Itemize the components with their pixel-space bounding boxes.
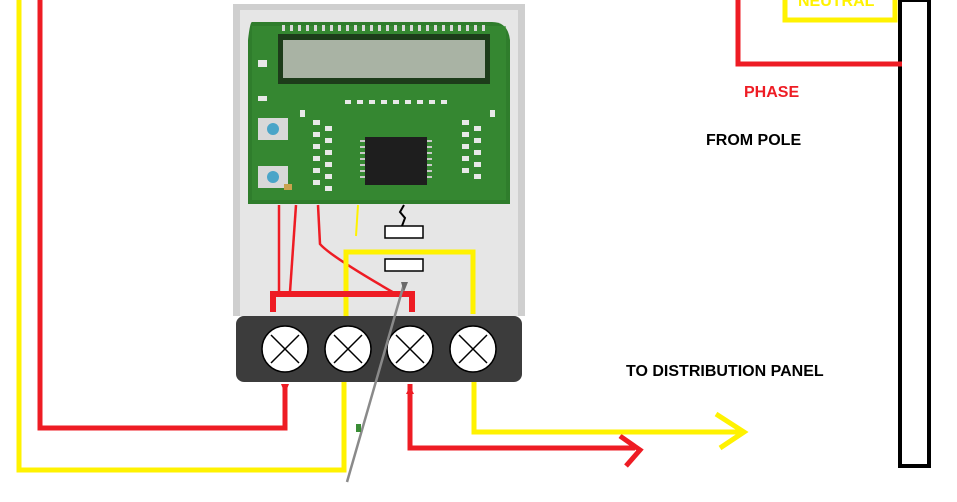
terminal-screw: [261, 325, 309, 373]
terminal-screw: [386, 325, 434, 373]
pole-phase-wire: [735, 0, 902, 67]
microcontroller-chip: [365, 137, 427, 185]
component-rect: [384, 225, 424, 239]
component-rect: [384, 258, 424, 272]
outgoing-neutral-wire: [471, 382, 749, 451]
meter-internal-wires: [270, 204, 476, 320]
pole-wires: [735, 0, 902, 67]
neutral-label: NEUTRAL: [798, 0, 875, 10]
probe-lead: [345, 282, 408, 483]
pole: [898, 0, 931, 468]
pcb-board: [248, 22, 510, 204]
terminal-screw: [449, 325, 497, 373]
terminal-block: [236, 316, 522, 382]
incoming-phase-wire: [37, 0, 289, 431]
energy-meter: [233, 4, 525, 316]
outgoing-phase-wire: [406, 384, 644, 468]
pole-neutral-wire: [782, 0, 898, 23]
terminal-screw: [324, 325, 372, 373]
phase-label: PHASE: [744, 84, 799, 101]
from-pole-label: FROM POLE: [706, 132, 801, 149]
incoming-neutral-wire: [16, 0, 347, 473]
to-distribution-panel-label: TO DISTRIBUTION PANEL: [626, 363, 824, 380]
